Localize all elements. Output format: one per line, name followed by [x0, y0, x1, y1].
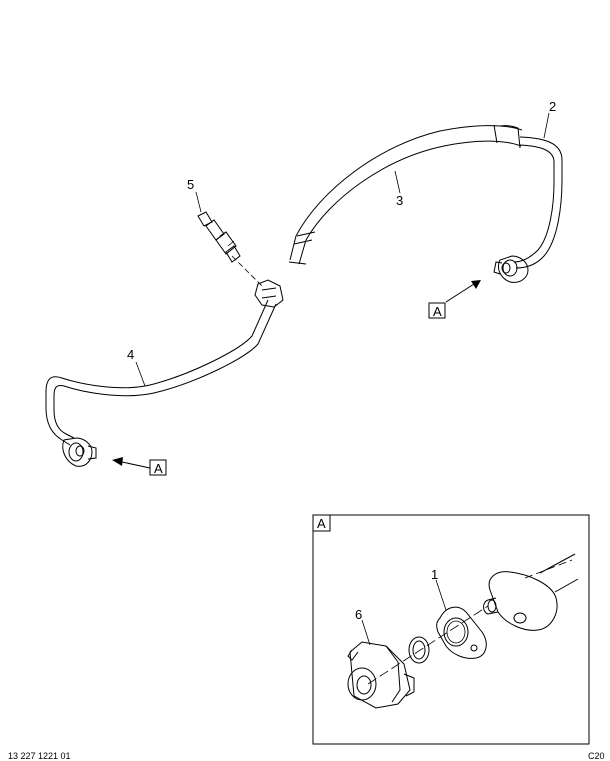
view-ref-left-label: A — [154, 461, 163, 476]
tube-2 — [513, 136, 563, 269]
callout-2: 2 — [549, 99, 556, 114]
callout-1: 1 — [431, 567, 438, 582]
callout-4: 4 — [127, 347, 134, 362]
callout-5: 5 — [187, 177, 194, 192]
footer-page: C20 — [588, 751, 605, 761]
footer-code: 13 227 1221 01 — [8, 751, 71, 761]
detail-flange — [483, 571, 558, 631]
callout-3: 3 — [396, 193, 403, 208]
tee-fitting — [254, 279, 284, 308]
arrow-head-icon — [112, 457, 123, 466]
hose-3 — [288, 124, 523, 265]
arrow-head-icon — [471, 280, 481, 289]
detail-title: A — [317, 516, 326, 531]
left-end-fitting — [62, 437, 97, 467]
tube-4 — [45, 299, 277, 446]
detail-gasket — [436, 606, 487, 659]
leader-lines — [135, 112, 550, 387]
hose-assembly — [45, 124, 563, 467]
detail-view-a — [312, 514, 590, 745]
pressure-switch — [197, 211, 263, 287]
view-ref-right-label: A — [433, 304, 442, 319]
view-ref-right — [428, 280, 481, 319]
right-end-fitting — [493, 255, 529, 283]
callout-6: 6 — [355, 607, 362, 622]
detail-oring — [408, 636, 430, 664]
view-ref-left — [112, 457, 167, 476]
detail-nut — [347, 641, 415, 709]
